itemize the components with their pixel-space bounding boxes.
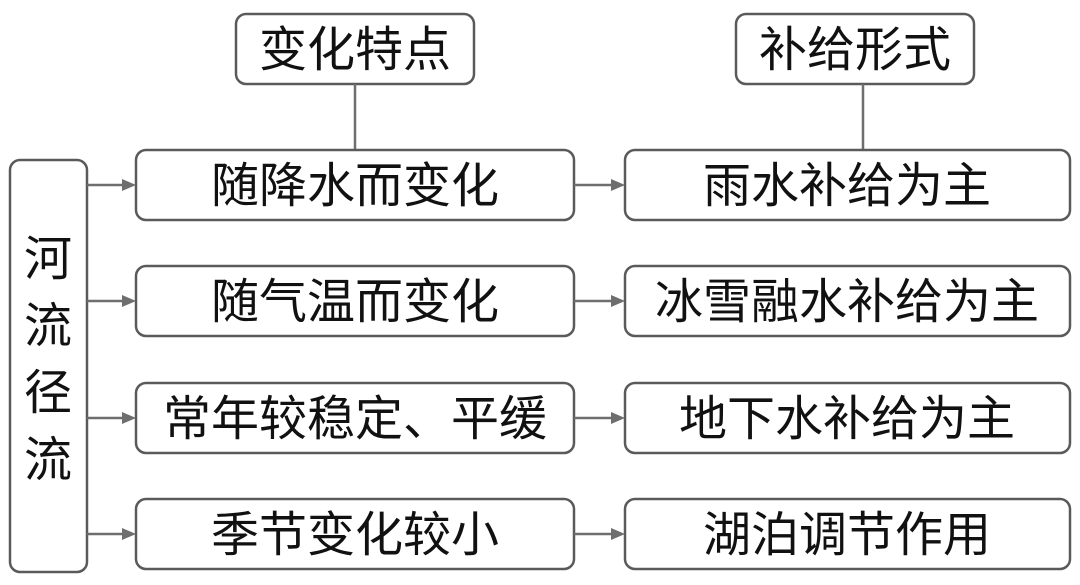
row-4-root-arrowhead — [122, 528, 136, 540]
row-4-supply-label: 湖泊调节作用 — [703, 507, 991, 563]
row-2-supply-label: 冰雪融水补给为主 — [655, 274, 1039, 330]
root-node: 河 流 径 流 — [8, 158, 89, 574]
row-2-supply-box — [623, 264, 1072, 338]
root-char-4: 流 — [24, 432, 72, 488]
row-3: 常年较稳定、平缓 地下水补给为主 — [87, 381, 1072, 455]
row-1: 随降水而变化 雨水补给为主 — [87, 148, 1072, 222]
header-supply-box — [734, 12, 976, 86]
row-1-root-arrowhead — [122, 179, 136, 191]
row-4: 季节变化较小 湖泊调节作用 — [87, 497, 1072, 571]
row-1-supply-box — [623, 148, 1072, 222]
row-2: 随气温而变化 冰雪融水补给为主 — [87, 264, 1072, 338]
row-3-root-arrowhead — [122, 412, 136, 424]
row-3-mid-arrowhead — [611, 412, 625, 424]
header-supply: 补给形式 — [734, 12, 976, 86]
row-1-feature-label: 随降水而变化 — [211, 158, 499, 214]
row-1-supply-label: 雨水补给为主 — [703, 158, 991, 214]
row-1-mid-arrowhead — [611, 179, 625, 191]
row-2-root-arrowhead — [122, 295, 136, 307]
header-features-label: 变化特点 — [259, 22, 451, 78]
root-char-3: 径 — [24, 365, 72, 421]
row-4-feature-label: 季节变化较小 — [211, 507, 499, 563]
header-supply-label: 补给形式 — [759, 22, 951, 78]
root-char-1: 河 — [24, 231, 72, 287]
header-features: 变化特点 — [234, 12, 476, 86]
root-char-2: 流 — [24, 298, 72, 354]
row-4-supply-box — [623, 497, 1072, 571]
row-4-mid-arrowhead — [611, 528, 625, 540]
row-3-supply-box — [623, 381, 1072, 455]
root-box — [8, 158, 89, 574]
row-2-mid-arrowhead — [611, 295, 625, 307]
row-3-supply-label: 地下水补给为主 — [679, 391, 1015, 447]
row-3-feature-label: 常年较稳定、平缓 — [163, 391, 547, 447]
row-2-feature-label: 随气温而变化 — [211, 274, 499, 330]
